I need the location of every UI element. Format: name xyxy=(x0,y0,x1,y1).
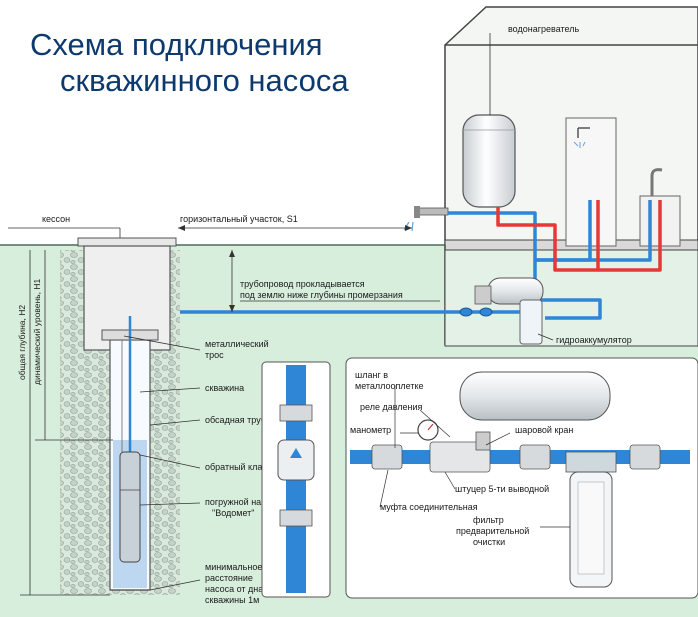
label-min-dist-line2: расстояние xyxy=(205,573,253,583)
label-pressure-relay: реле давления xyxy=(360,402,423,412)
label-well: скважина xyxy=(205,383,244,393)
dimension-s1 xyxy=(178,225,412,231)
label-hose-line2: металлооплетке xyxy=(355,381,424,391)
manometer-icon xyxy=(417,419,439,441)
label-min-dist-line1: минимальное xyxy=(205,562,262,572)
inset-callout-lines xyxy=(379,385,570,528)
label-total-depth: общая глубина, H2 xyxy=(17,305,27,380)
label-pump-line2: "Водомет" xyxy=(212,508,254,518)
check-valve-inset xyxy=(261,361,331,598)
label-horizontal-section: горизонтальный участок, S1 xyxy=(180,214,298,224)
tap-icon xyxy=(403,206,449,232)
submersible-pump-icon xyxy=(119,451,141,563)
house-pipes xyxy=(448,200,662,320)
label-filter-line2: предварительной xyxy=(456,526,529,536)
dimension-depths xyxy=(20,250,113,596)
label-min-dist-line3: насоса от дна xyxy=(205,584,263,594)
label-metal-cable-line2: трос xyxy=(205,350,224,360)
label-ball-valve: шаровой кран xyxy=(515,425,573,435)
label-manometer: манометр xyxy=(350,425,391,435)
label-pipeline-line1: трубопровод прокладывается xyxy=(240,279,365,289)
label-accumulator: гидроаккумулятор xyxy=(556,335,632,345)
accumulator-inset xyxy=(345,357,698,599)
label-check-valve: обратный клапан xyxy=(205,462,277,472)
label-filter-line1: фильтр xyxy=(473,515,504,525)
well-callout-lines xyxy=(123,335,201,591)
label-casing-pipe: обсадная труба xyxy=(205,415,271,425)
title-line1: Схема подключения xyxy=(30,27,323,62)
water-heater-icon xyxy=(462,114,516,208)
filter-icon xyxy=(565,451,617,588)
title-line2: скважинного насоса xyxy=(60,63,349,98)
label-hose-line1: шланг в xyxy=(355,370,388,380)
label-fitting-5way: штуцер 5-ти выводной xyxy=(455,484,549,494)
label-metal-cable-line1: металлический xyxy=(205,339,269,349)
label-water-heater: водонагреватель xyxy=(508,24,579,34)
label-filter-line3: очистки xyxy=(473,537,505,547)
label-min-dist-line4: скважины 1м xyxy=(205,595,259,605)
pump-station-icon xyxy=(474,277,544,345)
label-coupling: муфта соединительная xyxy=(380,502,478,512)
label-pipeline-line2: под землю ниже глубины промерзания xyxy=(240,290,403,300)
label-pump-line1: погружной насос xyxy=(205,497,276,507)
label-caisson: кессон xyxy=(42,214,70,224)
label-dynamic-level: динамический уровень, H1 xyxy=(32,279,42,385)
